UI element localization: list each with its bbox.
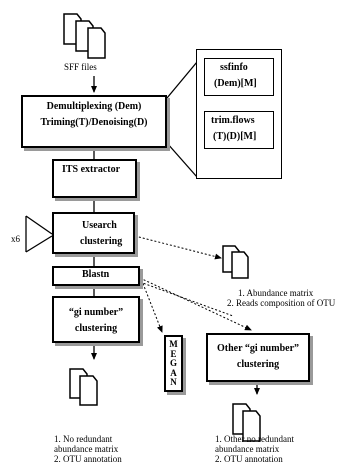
wedge-top	[166, 61, 198, 99]
dotted-arrow-usearch-output	[134, 235, 222, 260]
its-extractor-box: ITS extractor	[52, 159, 137, 198]
demultiplexing-box: Demultiplexing (Dem) Triming(T)/Denoisin…	[21, 95, 167, 148]
gi-output-line3: 2. OTU annotation	[54, 454, 122, 464]
gi-output-files-icon	[69, 368, 98, 406]
dotted-arrow-other-gi	[139, 277, 252, 331]
trimflows-box: trim.flows (T)(D)[M]	[204, 111, 274, 149]
gi-line2: clustering	[74, 323, 118, 334]
loop-line-top	[25, 215, 53, 235]
megan-letter-2: E	[170, 348, 177, 359]
other-gi-clustering-box: Other “gi number” clustering	[206, 333, 310, 382]
megan-label: M E G A N	[166, 339, 181, 388]
gi-output-text: 1. No redundant abundance matrix 2. OTU …	[54, 434, 122, 464]
trimflows-line1: trim.flows	[211, 115, 255, 126]
sff-files-icon	[63, 13, 106, 59]
usearch-output-line2: 2. Reads composition of OTU	[227, 298, 336, 308]
other-gi-line2: clustering	[236, 359, 280, 370]
usearch-output-text: 1. Abundance matrix 2. Reads composition…	[227, 288, 336, 308]
blastn-box: Blastn	[52, 266, 140, 286]
ssfinfo-line1: ssfinfo	[220, 62, 248, 73]
wedge-bottom	[166, 142, 198, 178]
gi-line1: “gi number”	[68, 307, 124, 318]
other-output-line2: abundance matrix	[215, 444, 280, 454]
dotted-line-other-gi-2	[139, 281, 234, 317]
trimflows-line2: (T)(D)[M]	[213, 131, 257, 142]
blastn-label: Blastn	[82, 269, 110, 280]
loop-line-bottom	[25, 235, 53, 253]
other-output-line3: 2. OTU annotation	[215, 454, 283, 464]
sff-files-label: SFF files	[64, 62, 97, 72]
usearch-box: Usearch clustering	[52, 212, 135, 254]
megan-letter-1: M	[169, 339, 178, 349]
other-output-text: 1. Other no redundant abundance matrix 2…	[215, 434, 294, 464]
megan-letter-5: N	[170, 377, 177, 388]
other-output-line1: 1. Other no redundant	[215, 434, 294, 444]
usearch-line1: Usearch	[82, 220, 117, 231]
abundance-files-icon	[222, 245, 249, 279]
other-gi-line1: Other “gi number”	[216, 343, 300, 354]
demux-line2: Triming(T)/Denoising(D)	[40, 117, 148, 128]
usearch-output-line1: 1. Abundance matrix	[238, 288, 314, 298]
demux-line1: Demultiplexing (Dem)	[46, 101, 142, 112]
usearch-line2: clustering	[80, 236, 123, 247]
other-output-files-icon	[232, 403, 261, 442]
loop-count-label: x6	[11, 234, 20, 244]
ssfinfo-box: ssfinfo (Dem)[M]	[204, 58, 274, 96]
megan-box: M E G A N	[164, 335, 183, 392]
gi-output-line2: abundance matrix	[54, 444, 119, 454]
gi-output-line1: 1. No redundant	[54, 434, 113, 444]
ssfinfo-line2: (Dem)[M]	[214, 78, 257, 89]
megan-letter-4: A	[170, 367, 177, 378]
gi-clustering-box: “gi number” clustering	[52, 296, 140, 343]
dotted-arrow-megan	[139, 275, 163, 333]
megan-letter-3: G	[169, 358, 177, 369]
its-extractor-label: ITS extractor	[62, 164, 121, 175]
